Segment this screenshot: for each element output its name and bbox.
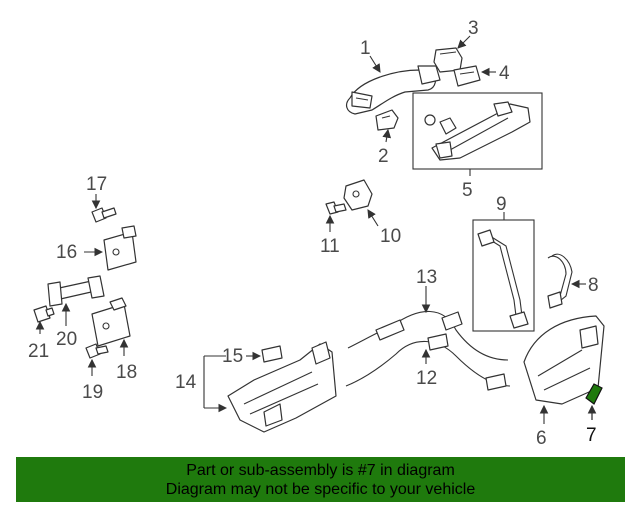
- callout-13: 13: [416, 267, 437, 288]
- part-2-handle-base: [375, 109, 399, 131]
- callout-6: 6: [536, 428, 547, 449]
- part-5-handle-frame: [424, 101, 531, 161]
- part-13-cable: [347, 310, 509, 361]
- callout-21: 21: [28, 341, 49, 362]
- callout-14: 14: [175, 372, 197, 393]
- part-17-bolt: [91, 207, 117, 223]
- callout-20: 20: [56, 329, 77, 350]
- part-5-box: [412, 92, 543, 170]
- part-1-outer-handle: [345, 65, 441, 115]
- part-6-door-latch: [523, 315, 605, 405]
- part-15-switch: [261, 345, 283, 363]
- part-3-handle-cap: [433, 47, 463, 73]
- callout-17: 17: [86, 174, 107, 195]
- part-19-bolt: [85, 343, 109, 359]
- callout-12: 12: [416, 368, 437, 389]
- part-9-lock-rod: [477, 229, 529, 329]
- info-banner: Part or sub-assembly is #7 in diagram Di…: [16, 457, 625, 502]
- callout-16: 16: [56, 242, 77, 263]
- part-7-highlighted: [585, 383, 603, 405]
- callout-15: 15: [222, 346, 243, 367]
- callout-4: 4: [499, 63, 510, 84]
- part-11-bolt: [325, 201, 347, 215]
- parts-diagram: 1 3 4 2 5 17 16: [28, 18, 605, 449]
- callout-2: 2: [378, 146, 389, 167]
- callout-18: 18: [116, 362, 137, 383]
- part-10-striker: [343, 179, 373, 211]
- part-16-hinge: [103, 225, 137, 271]
- callout-5: 5: [462, 180, 473, 201]
- part-4-gasket: [453, 65, 481, 87]
- banner-line-2: Diagram may not be specific to your vehi…: [165, 481, 476, 498]
- callout-8: 8: [588, 275, 599, 296]
- callout-9: 9: [496, 194, 507, 215]
- banner-line-1: Part or sub-assembly is #7 in diagram: [186, 462, 455, 479]
- part-18-hinge: [91, 297, 131, 347]
- callout-1: 1: [360, 38, 371, 59]
- callout-10: 10: [380, 226, 401, 247]
- part-8-outer-rod: [547, 253, 573, 309]
- part-21-bolt: [33, 305, 55, 323]
- callout-3: 3: [468, 18, 479, 39]
- part-14-inner-handle: [227, 341, 337, 433]
- callout-11: 11: [320, 236, 340, 257]
- callout-19: 19: [82, 382, 103, 403]
- part-12-cable: [345, 333, 511, 391]
- part-20-door-check: [47, 275, 105, 307]
- callout-7: 7: [586, 425, 597, 446]
